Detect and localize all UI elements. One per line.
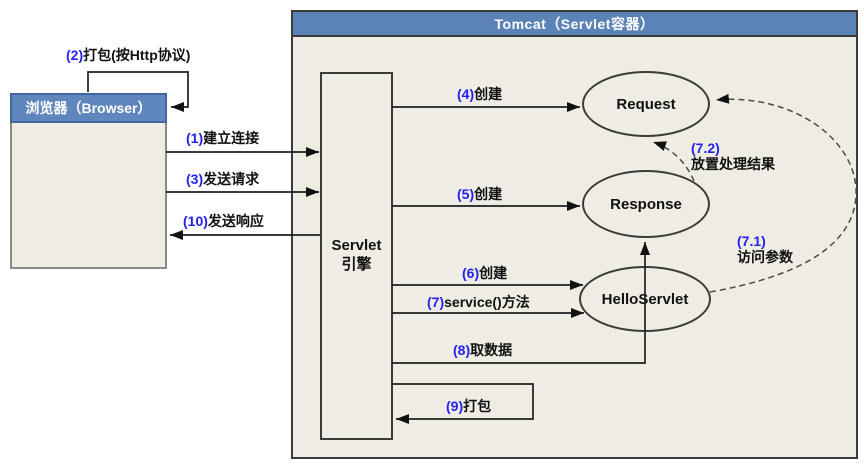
browser-box: 浏览器（Browser） bbox=[10, 93, 167, 269]
browser-title: 浏览器（Browser） bbox=[25, 100, 152, 116]
servlet-engine-box: Servlet 引擎 bbox=[320, 72, 393, 440]
servlet-engine-label-line2: 引擎 bbox=[341, 256, 372, 273]
browser-body bbox=[10, 123, 167, 269]
helloservlet-node-label: HelloServlet bbox=[601, 290, 689, 308]
response-node-label: Response bbox=[610, 195, 682, 213]
label-7-2-put-result: (7.2)放置处理结果 bbox=[691, 140, 775, 173]
label-3-send-request: (3)发送请求 bbox=[186, 171, 260, 187]
label-2-pack: (2)打包(按Http协议) bbox=[66, 47, 191, 63]
label-7-1-access-params: (7.1)访问参数 bbox=[737, 233, 793, 266]
label-9-pack: (9)打包 bbox=[446, 398, 492, 414]
tomcat-title: Tomcat（Servlet容器） bbox=[494, 15, 655, 32]
label-1-connect: (1)建立连接 bbox=[186, 130, 260, 146]
helloservlet-node: HelloServlet bbox=[579, 266, 711, 332]
request-node-label: Request bbox=[616, 95, 676, 113]
label-4-create: (4)创建 bbox=[457, 86, 503, 102]
label-5-create: (5)创建 bbox=[457, 186, 503, 202]
label-10-send-response: (10)发送响应 bbox=[183, 213, 264, 229]
label-8-fetch-data: (8)取数据 bbox=[453, 342, 513, 358]
label-7-service-method: (7)service()方法 bbox=[427, 294, 530, 310]
request-node: Request bbox=[582, 71, 710, 137]
label-6-create: (6)创建 bbox=[462, 265, 508, 281]
response-node: Response bbox=[582, 170, 710, 238]
servlet-engine-label-line1: Servlet bbox=[331, 237, 382, 255]
tomcat-header: Tomcat（Servlet容器） bbox=[293, 12, 856, 37]
browser-header: 浏览器（Browser） bbox=[10, 93, 167, 123]
